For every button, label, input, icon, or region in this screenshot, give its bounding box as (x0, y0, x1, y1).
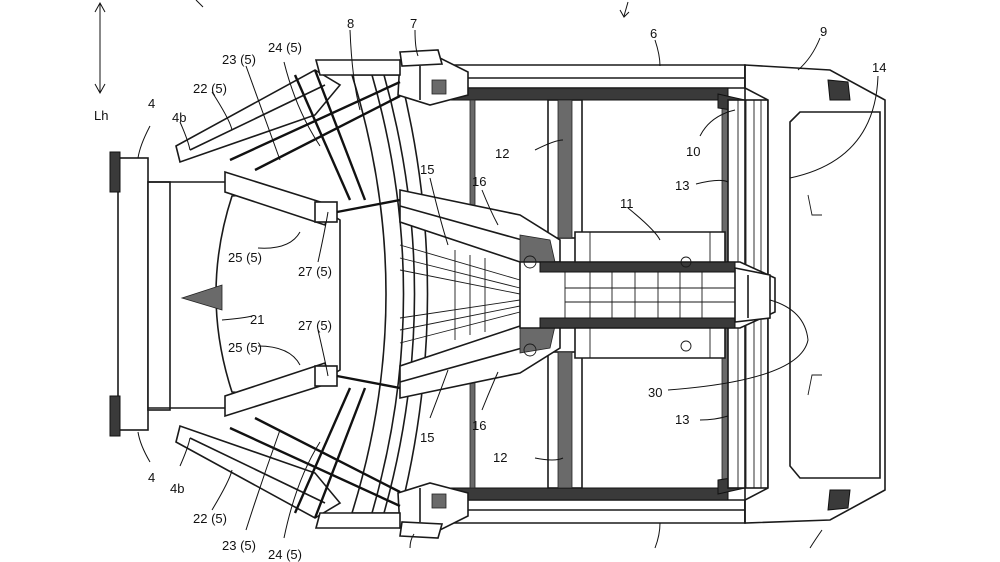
center-tunnel-11 (519, 231, 776, 359)
label-27-top: 27 (5) (298, 264, 332, 279)
label-27-bottom: 27 (5) (298, 318, 332, 333)
reference-labels: Lh 4 4b 22 (5) 23 (5) 24 (5) 8 7 6 9 14 … (94, 16, 886, 562)
struts-23-24-top (229, 59, 401, 201)
label-7: 7 (410, 16, 417, 31)
label-14: 14 (872, 60, 886, 75)
label-24-top: 24 (5) (268, 40, 302, 55)
link-25-27-top (224, 170, 401, 227)
cross-member-12-bottom (547, 351, 583, 489)
label-23-top: 23 (5) (222, 52, 256, 67)
label-4-bottom: 4 (148, 470, 155, 485)
bracket-7-bottom (397, 482, 469, 539)
label-4b-top: 4b (172, 110, 186, 125)
label-23-bottom: 23 (5) (222, 538, 256, 553)
rear-frame-9 (744, 64, 886, 524)
label-10: 10 (686, 144, 700, 159)
label-8: 8 (347, 16, 354, 31)
label-25-bottom: 25 (5) (228, 340, 262, 355)
label-6: 6 (650, 26, 657, 41)
leader-lines (137, 29, 879, 549)
label-16-bottom: 16 (472, 418, 486, 433)
label-16-top: 16 (472, 174, 486, 189)
floor-hatch (399, 244, 521, 344)
front-bumper-frame-4 (109, 151, 232, 437)
link-25-27-bottom (224, 361, 401, 418)
label-30: 30 (648, 385, 662, 400)
struts-23-24-bottom (229, 387, 401, 529)
label-12-bottom: 12 (493, 450, 507, 465)
side-rail-top (454, 64, 746, 89)
bracket-7-top (397, 49, 469, 106)
label-13-top: 13 (675, 178, 689, 193)
label-15-top: 15 (420, 162, 434, 177)
label-9: 9 (820, 24, 827, 39)
label-24-bottom: 24 (5) (268, 547, 302, 562)
label-11: 11 (620, 196, 634, 211)
label-25-top: 25 (5) (228, 250, 262, 265)
direction-double-arrow-icon (94, 1, 106, 95)
label-15-bottom: 15 (420, 430, 434, 445)
label-lh: Lh (94, 108, 108, 123)
label-4-top: 4 (148, 96, 155, 111)
cross-member-12-top (547, 99, 583, 239)
suspension-tower-21 (180, 194, 341, 394)
label-12-top: 12 (495, 146, 509, 161)
side-rail-bottom (454, 499, 746, 524)
label-21: 21 (250, 312, 264, 327)
label-22-top: 22 (5) (193, 81, 227, 96)
label-13-bottom: 13 (675, 412, 689, 427)
front-cross-beam-8 (350, 74, 429, 514)
top-arrow-icon (195, 0, 630, 18)
label-4b-bottom: 4b (170, 481, 184, 496)
label-22-bottom: 22 (5) (193, 511, 227, 526)
